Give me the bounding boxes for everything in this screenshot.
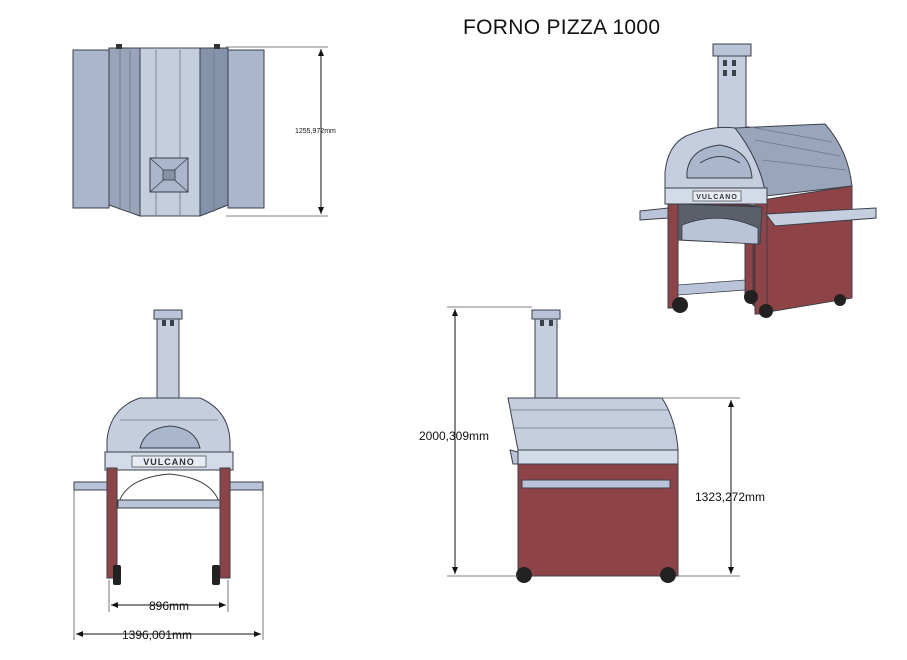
iso-base-side [761,185,853,314]
iso-right-shelf [765,207,877,227]
iso-wheel-front-right [759,304,773,318]
front-brand-plate: VULCANO [143,457,195,467]
front-left-shelf [73,481,109,491]
iso-front-left-leg [667,199,679,309]
top-depth-dimension-label: 1255,972mm [295,128,336,135]
front-left-leg [106,467,118,579]
front-view: VULCANO 896mm 1396,001mm [73,309,264,642]
iso-wheel-front-left [672,297,688,313]
iso-brand-plate: VULCANO [696,194,738,201]
top-view-left-panel [108,47,141,217]
iso-left-shelf [639,207,669,221]
side-right-wheel [660,567,676,583]
top-view-right-shelf [227,49,265,209]
front-inner-width-label: 896mm [149,599,189,613]
front-right-leg [219,467,231,579]
side-dome [507,397,679,451]
front-left-wheel [113,565,121,585]
side-base-height-label: 1323,272mm [695,490,765,504]
side-total-height-label: 2000,309mm [419,429,489,443]
side-view: 2000,309mm 1323,272mm [419,306,765,583]
isometric-view: VULCANO [639,43,877,318]
front-total-width-label: 1396,001mm [122,628,192,642]
front-chimney [156,317,180,399]
side-shelf [521,479,671,489]
iso-oven-door [686,144,753,179]
side-left-wheel [516,567,532,583]
front-oven-door [139,425,201,449]
top-view: 1255,972mm [72,44,336,217]
top-view-left-shelf [72,49,110,209]
side-chimney [534,317,558,399]
drawing-title: FORNO PIZZA 1000 [463,16,661,39]
front-right-shelf [228,481,264,491]
front-right-wheel [212,565,220,585]
